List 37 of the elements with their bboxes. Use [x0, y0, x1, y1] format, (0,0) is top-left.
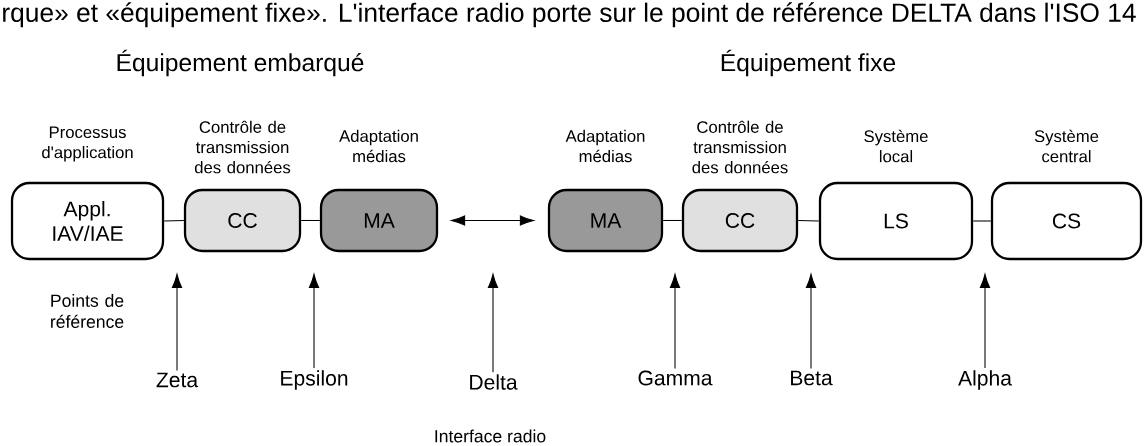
process-box: CC: [183, 188, 302, 253]
connector-line: [662, 219, 683, 221]
connector-line: [972, 220, 992, 222]
arrow: [171, 273, 183, 372]
box-heading: Système local: [864, 129, 928, 163]
box-heading: Processus d'application: [42, 126, 133, 162]
process-box: CC: [681, 188, 799, 253]
process-box: MA: [547, 188, 664, 253]
box-heading: Adaptation médias: [565, 129, 645, 163]
box-heading: Système central: [1034, 129, 1099, 163]
reference-point-label: Alpha: [958, 370, 1012, 390]
arrow: [308, 273, 320, 369]
note-text: Points de référence: [51, 294, 124, 328]
section-heading: Équipement embarqué: [117, 49, 364, 77]
reference-point-label: Delta: [470, 374, 518, 390]
box-heading: Adaptation médias: [339, 129, 418, 163]
reference-point-label: Epsilon: [281, 370, 348, 390]
box-heading: Contrôle de transmission des données: [692, 120, 788, 174]
arrow: [669, 273, 681, 369]
arrow: [979, 273, 991, 369]
connector-line: [797, 219, 820, 222]
process-box: Appl. IAV/IAE: [10, 181, 165, 261]
reference-point-label: Zeta: [156, 372, 199, 388]
arrow: [487, 273, 499, 373]
process-box: LS: [818, 181, 974, 261]
note-text: Interface radio: [435, 429, 546, 443]
reference-point-label: Beta: [791, 370, 833, 386]
process-box: CS: [990, 181, 1143, 261]
reference-point-label: Gamma: [638, 370, 713, 386]
caption-text: rque» et «équipement fixe». L'interface radio porte sur le point de référence DELTA dans l'ISO 14: [3, 2, 1136, 28]
box-heading: Contrôle de transmission des données: [194, 120, 291, 174]
arrow: [451, 215, 535, 226]
arrow: [805, 273, 817, 370]
connector-line: [300, 219, 321, 221]
section-heading: Équipement fixe: [721, 49, 896, 77]
process-box: MA: [319, 188, 439, 253]
connector-line: [163, 219, 185, 222]
